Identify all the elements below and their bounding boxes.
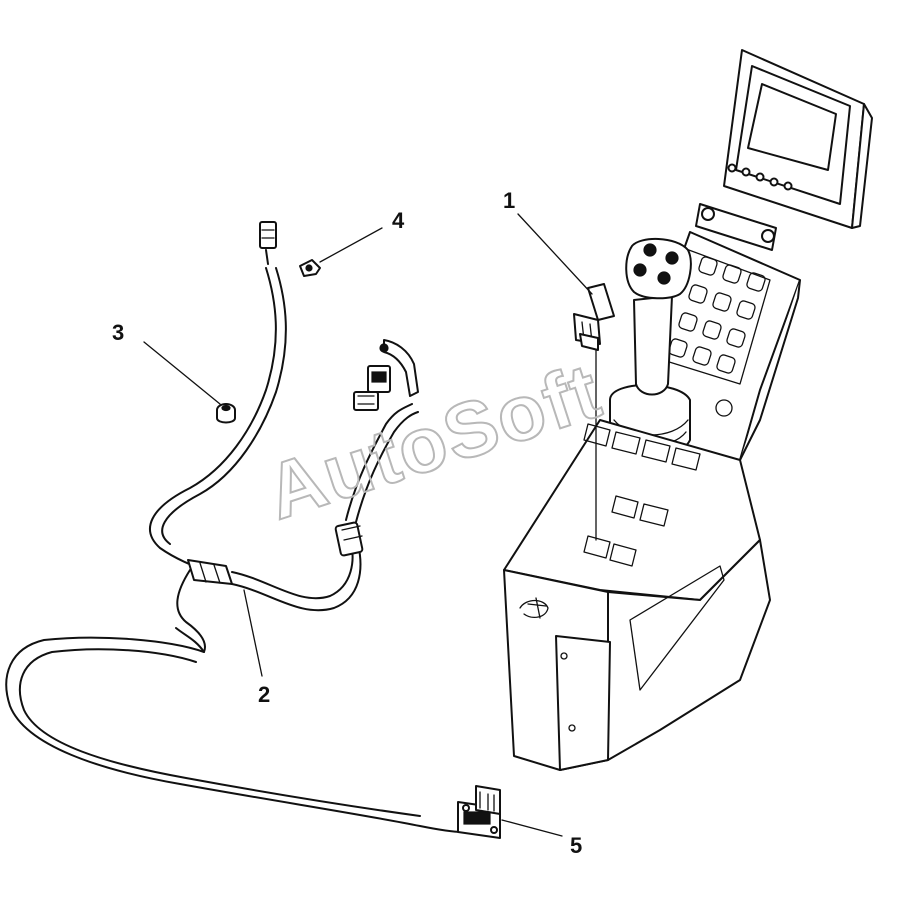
grommet-icon [216,403,236,424]
wiring-harness-icon [5,221,463,833]
leader-line-5 [501,819,563,837]
leader-line-4 [319,227,383,263]
leader-lines [143,213,597,837]
callout-labels: 1 2 3 4 5 [112,188,582,858]
leader-line-3 [143,341,221,405]
connector-socket-icon [457,785,501,839]
callout-5: 5 [570,833,582,858]
clip-icon [299,259,321,277]
callout-1: 1 [503,188,515,213]
callout-4: 4 [392,208,405,233]
leader-line-1 [517,213,593,295]
control-console-icon [503,49,873,771]
callout-3: 3 [112,320,124,345]
callout-2: 2 [258,682,270,707]
leader-line-2 [243,589,263,677]
rocker-switch-icon [573,283,615,351]
